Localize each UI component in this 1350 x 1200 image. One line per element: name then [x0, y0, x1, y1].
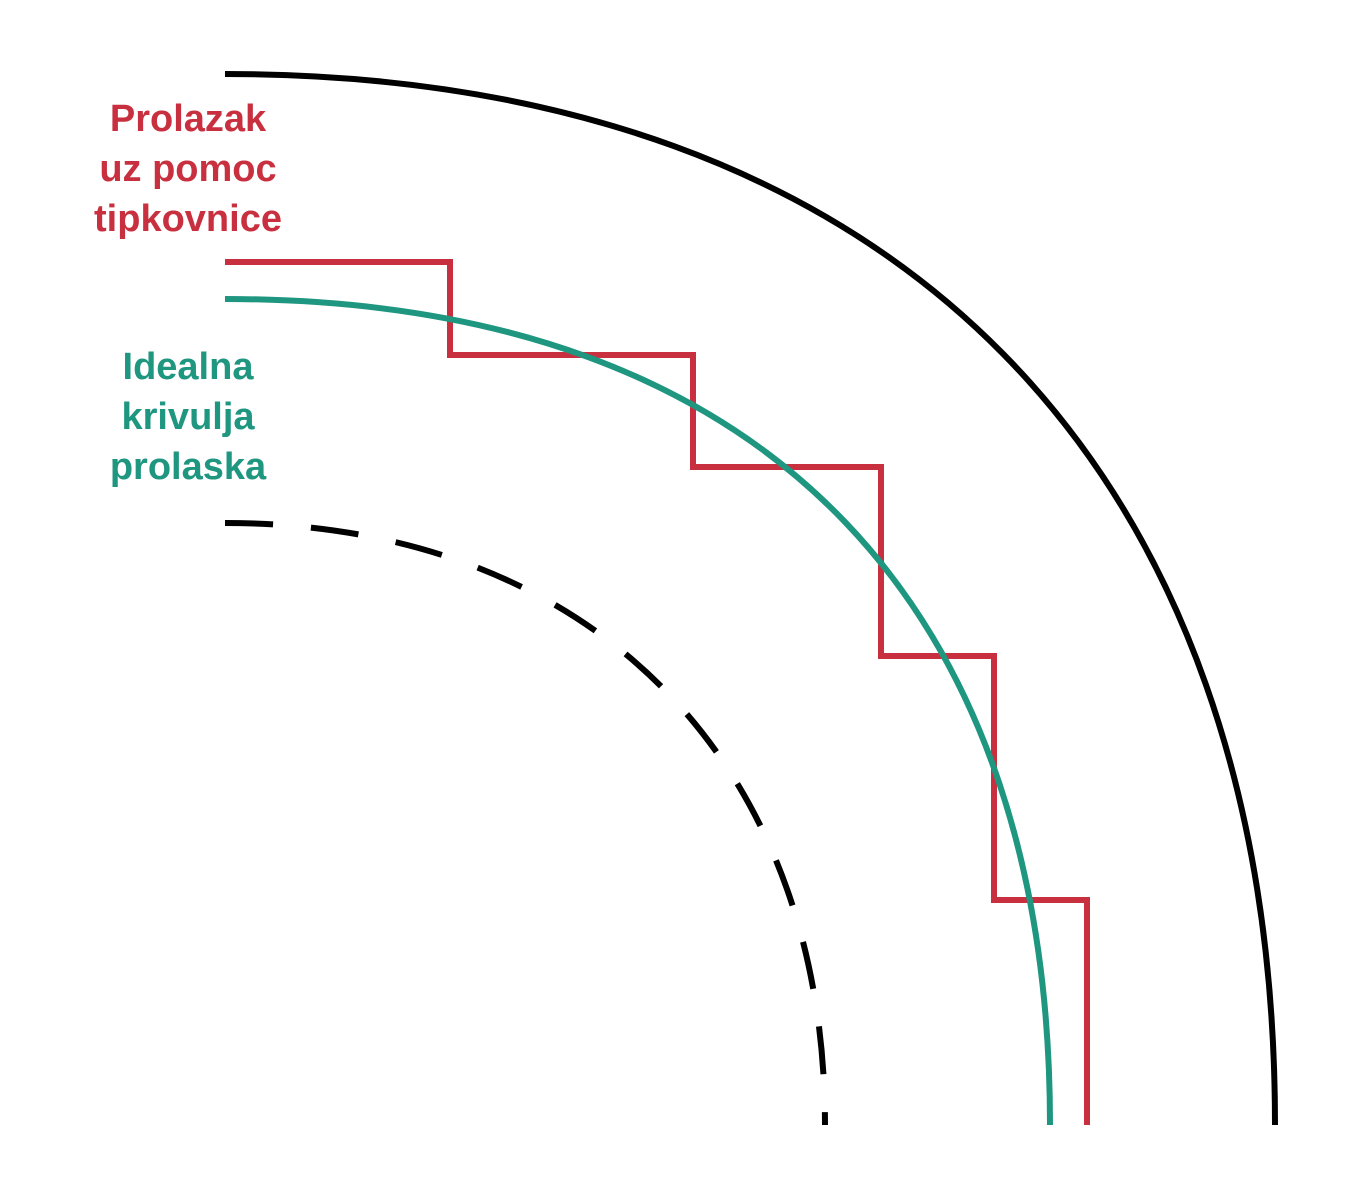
keyboard-path-stepped — [225, 259, 1090, 1125]
ideal-curve-label-line-3: prolaska — [109, 446, 267, 488]
keyboard-path-label: Prolazak uz pomoc tipkovnice — [58, 94, 318, 244]
ideal-curve-path — [224, 296, 1053, 1126]
keyboard-path-label-line-3: tipkovnice — [94, 198, 282, 240]
inner-road-edge-dashed — [224, 520, 828, 1126]
ideal-curve-label-line-2: krivulja — [121, 396, 255, 438]
keyboard-path-label-line-1: Prolazak — [109, 98, 267, 140]
outer-road-edge — [224, 71, 1278, 1126]
ideal-curve-label-line-1: Idealna — [122, 346, 254, 388]
keyboard-path-label-line-2: uz pomoc — [99, 148, 277, 190]
ideal-curve-label: Idealna krivulja prolaska — [58, 342, 318, 492]
